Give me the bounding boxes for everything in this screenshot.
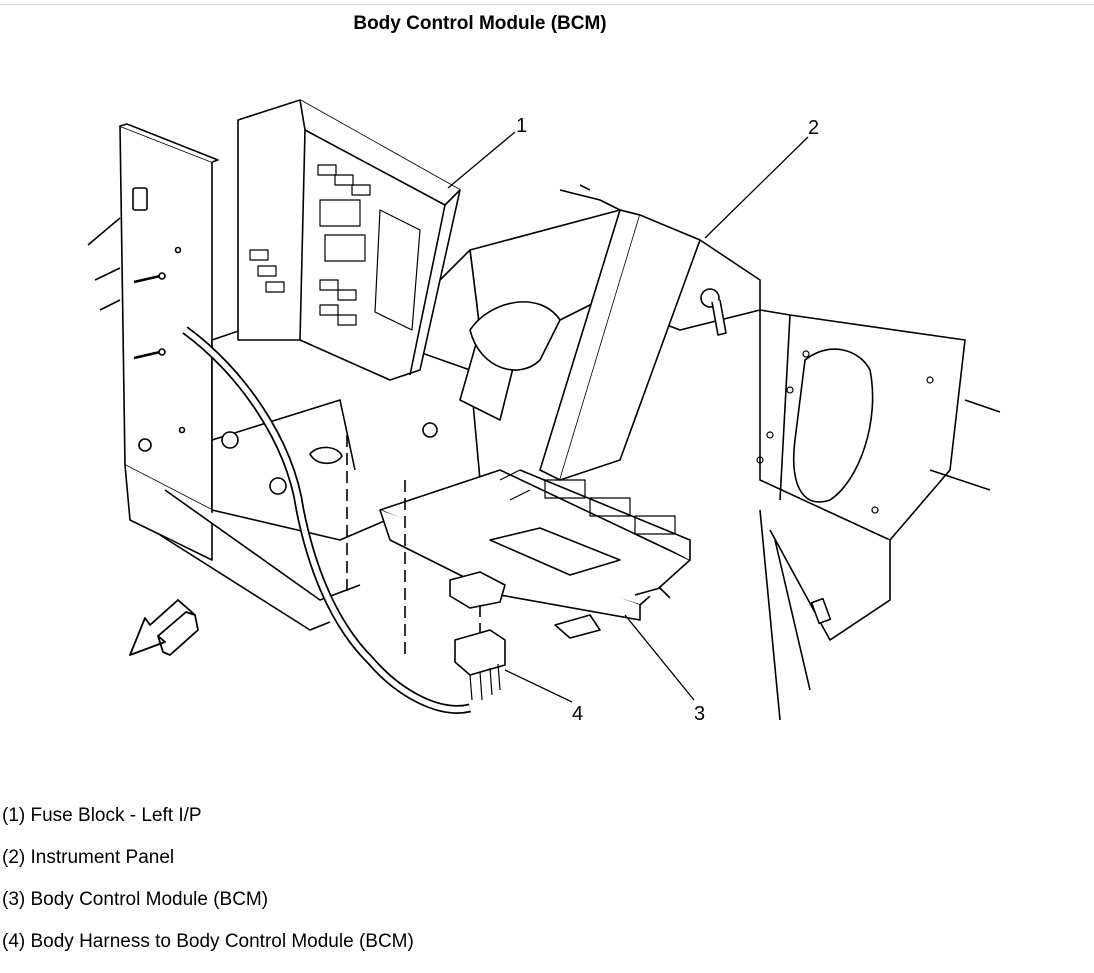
callout-1: 1 (516, 115, 527, 137)
callout-3: 3 (694, 703, 705, 725)
front-arrow-icon (129, 599, 199, 656)
legend-item-body-harness: (4) Body Harness to Body Control Module … (2, 931, 414, 952)
callout-2: 2 (808, 117, 819, 139)
legend-item-body-control-module: (3) Body Control Module (BCM) (2, 889, 269, 910)
legend-item-fuse-block: (1) Fuse Block - Left I/P (2, 805, 202, 826)
harness-connector-plug (454, 629, 506, 676)
page-title: Body Control Module (BCM) (353, 13, 607, 34)
legend-list: (1) Fuse Block - Left I/P (2) Instrument… (2, 805, 414, 973)
legend-item-instrument-panel: (2) Instrument Panel (2, 847, 175, 868)
left-bracket-plate (119, 125, 213, 511)
harness-connector-top (449, 571, 506, 609)
top-divider (0, 4, 1094, 5)
callout-4: 4 (572, 703, 583, 725)
bcm-diagram: 1 2 3 4 (87, 99, 1001, 725)
